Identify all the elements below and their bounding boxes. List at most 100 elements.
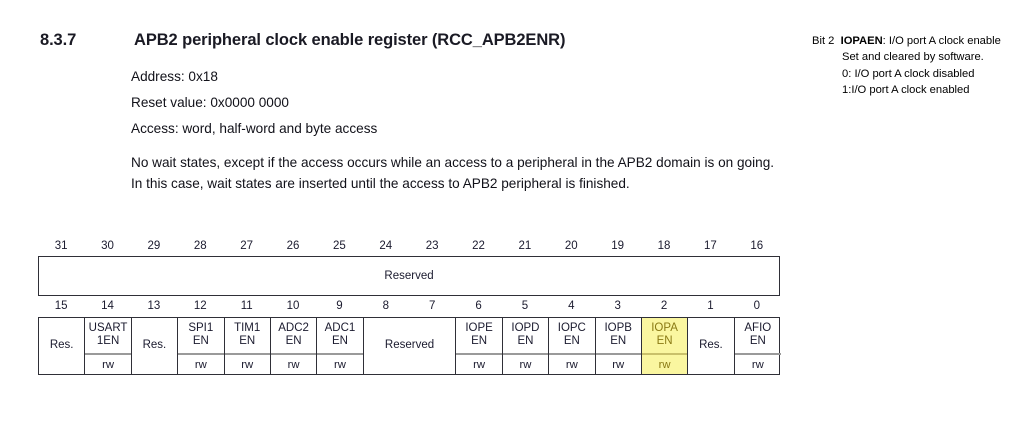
bit-number-28: 28 (193, 240, 207, 252)
bit-field-name: Res. (688, 318, 733, 374)
bit-field-name: Res. (132, 318, 177, 374)
bit-number-5: 5 (521, 300, 529, 312)
bit-field-access: rw (502, 353, 549, 374)
bit-field-access: rw (549, 353, 595, 374)
annotation-field-name: IOPAEN (840, 35, 883, 47)
bit-field-name-line1: Res. (699, 339, 723, 352)
bit-field-name-line1: ADC1 (324, 321, 356, 334)
bit-field-access: rw (270, 353, 317, 374)
bit-number-19: 19 (611, 240, 625, 252)
bit-field-name-line2: 1EN (96, 335, 120, 347)
bit-annotation: Bit 2 IOPAEN: I/O port A clock enable Se… (812, 33, 1021, 99)
bit-field-access: rw (224, 353, 270, 374)
bit-number-16: 16 (750, 240, 764, 252)
bit-number-21: 21 (518, 240, 532, 252)
reserved-row-high: Reserved (38, 256, 780, 296)
bit-field-name-line2: EN (749, 335, 766, 347)
bit-field-name-line1: USART (88, 321, 128, 334)
bit-field-cell-reserved[interactable]: Reserved (364, 318, 457, 374)
register-access: Access: word, half-word and byte access (131, 121, 378, 136)
bit-field-name-line2: EN (517, 335, 534, 347)
section-number: 8.3.7 (40, 31, 77, 49)
bit-number-0: 0 (753, 300, 761, 312)
register-reset-value: Reset value: 0x0000 0000 (131, 95, 289, 110)
bit-number-22: 22 (472, 240, 485, 252)
bit-field-access: rw (456, 353, 502, 374)
bit-number-25: 25 (333, 240, 346, 252)
bit-number-10: 10 (286, 300, 300, 312)
bit-field-name-line1: IOPA (651, 321, 678, 334)
annotation-bit-label: Bit 2 (812, 35, 835, 47)
bit-field-name-line2: EN (239, 335, 256, 347)
register-description-block: Address: 0x18 Reset value: 0x0000 0000 A… (131, 64, 791, 194)
bit-number-11: 11 (240, 300, 253, 312)
bit-field-name-line1: IOPD (511, 321, 540, 334)
bit-field-name-line1: ADC2 (278, 321, 309, 334)
bit-field-access: rw (178, 353, 224, 374)
register-address: Address: 0x18 (131, 69, 218, 84)
bit-number-17: 17 (704, 240, 717, 252)
bit-field-name-line2: EN (471, 335, 488, 347)
bit-field-name-line1: IOPE (465, 321, 493, 334)
bit-number-15: 15 (54, 300, 68, 312)
bit-field-name-line1: IOPB (604, 321, 632, 334)
register-wait-state-note: No wait states, except if the access occ… (131, 155, 775, 191)
bit-number-26: 26 (286, 240, 300, 252)
annotation-line-1: Bit 2 IOPAEN: I/O port A clock enable (812, 33, 1021, 49)
bit-field-access: rw (85, 353, 131, 374)
bit-number-31: 31 (54, 240, 68, 252)
bit-number-20: 20 (564, 240, 578, 252)
bit-field-name-line1: SPI1 (188, 321, 214, 334)
bit-field-name-line1: Reserved (384, 339, 435, 352)
bit-field-cell-res[interactable]: Res. (132, 318, 179, 374)
bit-number-24: 24 (379, 240, 393, 252)
bit-number-8: 8 (382, 300, 390, 312)
bit-field-name-line2: EN (656, 335, 673, 347)
bit-field-access: rw (595, 353, 641, 374)
bit-number-6: 6 (475, 300, 482, 312)
reserved-label: Reserved (384, 270, 434, 282)
bit-field-cell-res[interactable]: Res. (39, 318, 86, 374)
bit-field-name-line2: EN (610, 335, 627, 347)
bit-field-access: rw (317, 353, 363, 374)
bit-field-name-line2: EN (285, 335, 302, 347)
bit-number-29: 29 (147, 240, 161, 252)
annotation-line-4: 1:I/O port A clock enabled (842, 84, 970, 97)
annotation-line-2: Set and cleared by software. (842, 51, 984, 64)
bit-field-name-line2: EN (192, 335, 209, 347)
bit-field-name-line2: EN (563, 335, 580, 347)
bit-number-2: 2 (660, 300, 668, 312)
bit-number-1: 1 (707, 300, 714, 312)
bit-field-name-line1: Res. (49, 339, 74, 352)
bit-number-4: 4 (568, 300, 575, 312)
bit-field-cell-res[interactable]: Res. (688, 318, 735, 374)
bit-field-name-line1: TIM1 (234, 321, 261, 334)
bit-number-3: 3 (614, 300, 621, 312)
